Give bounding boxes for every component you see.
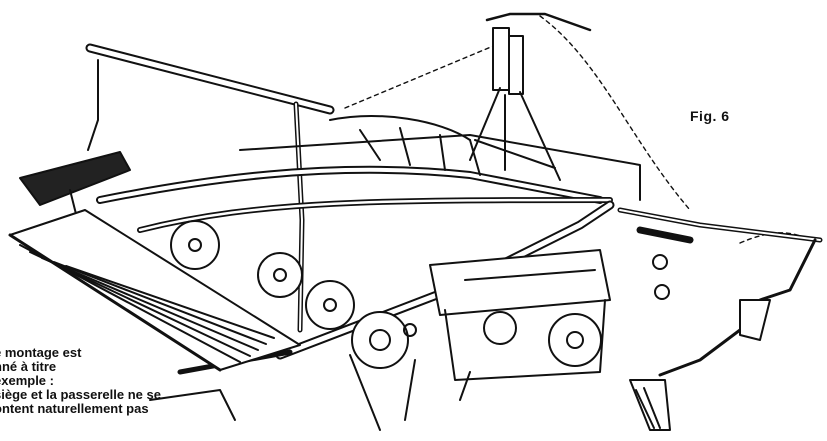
coulters xyxy=(149,354,471,431)
dashed-hitch-line xyxy=(344,43,499,109)
dashed-hitch-line xyxy=(539,15,691,211)
walkway-platform xyxy=(8,209,301,372)
figure-label: Fig. 6 xyxy=(690,108,730,124)
handle-rail xyxy=(85,43,335,333)
marker-arm xyxy=(617,207,823,431)
disc-wheels xyxy=(170,220,670,369)
drill-body xyxy=(239,115,641,381)
hitch-tower xyxy=(469,12,592,181)
caption-line: e montage est xyxy=(0,345,82,360)
caption-line: nné à titre xyxy=(0,359,57,374)
caption-line: ontent naturellement pas xyxy=(0,401,149,416)
caption-line: siège et la passerelle ne se xyxy=(0,387,161,402)
